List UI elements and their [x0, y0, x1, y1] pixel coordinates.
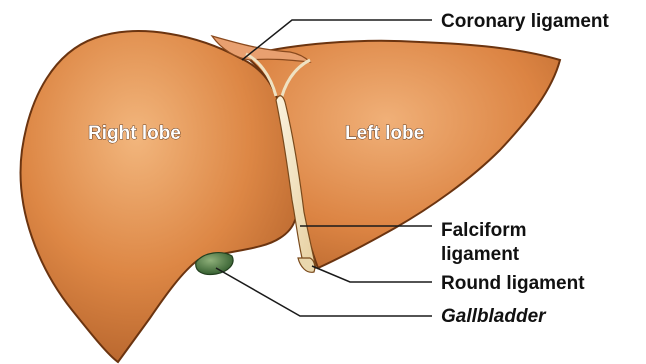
gallbladder-label: Gallbladder: [441, 306, 547, 327]
left-lobe-label: Left lobe: [345, 123, 424, 144]
right-lobe-shape: [21, 31, 297, 362]
falciform-ligament-label-line2: ligament: [441, 244, 520, 265]
leader-round: [312, 266, 432, 282]
round-ligament-shape: [298, 258, 315, 272]
leader-gallbladder: [216, 268, 432, 316]
round-ligament-label: Round ligament: [441, 273, 585, 294]
coronary-ligament-label: Coronary ligament: [441, 11, 610, 32]
falciform-ligament-label-line1: Falciform: [441, 220, 527, 241]
right-lobe-label: Right lobe: [88, 123, 181, 144]
